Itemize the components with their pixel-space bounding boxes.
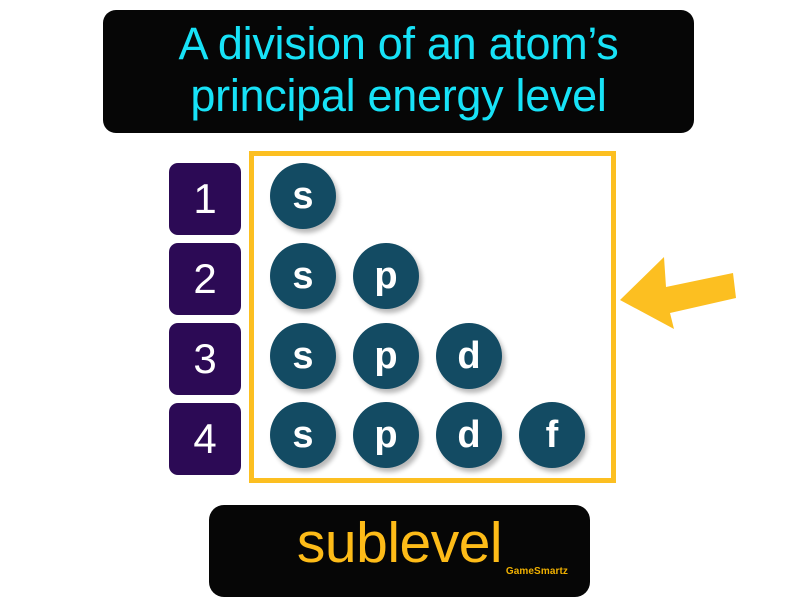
- energy-level-chip-3: 3: [169, 323, 241, 395]
- left-arrow-icon: [620, 257, 736, 329]
- orbital-circle-4f: f: [519, 402, 585, 468]
- energy-level-chip-2: 2: [169, 243, 241, 315]
- watermark-label: GameSmartz: [505, 566, 568, 577]
- orbital-circle-3s: s: [270, 323, 336, 389]
- orbital-circle-1s: s: [270, 163, 336, 229]
- term-label: sublevel: [296, 511, 503, 575]
- orbital-circle-4d: d: [436, 402, 502, 468]
- definition-line-2: principal energy level: [190, 69, 607, 121]
- energy-level-chip-4: 4: [169, 403, 241, 475]
- definition-line-1: A division of an atom’s: [178, 17, 619, 69]
- orbital-circle-4s: s: [270, 402, 336, 468]
- orbital-circle-3d: d: [436, 323, 502, 389]
- orbital-circle-4p: p: [353, 402, 419, 468]
- orbital-circle-2s: s: [270, 243, 336, 309]
- orbital-circle-3p: p: [353, 323, 419, 389]
- term-banner: sublevel GameSmartz: [209, 505, 590, 597]
- energy-level-chip-1: 1: [169, 163, 241, 235]
- orbital-circle-2p: p: [353, 243, 419, 309]
- definition-banner: A division of an atom’s principal energy…: [103, 10, 694, 133]
